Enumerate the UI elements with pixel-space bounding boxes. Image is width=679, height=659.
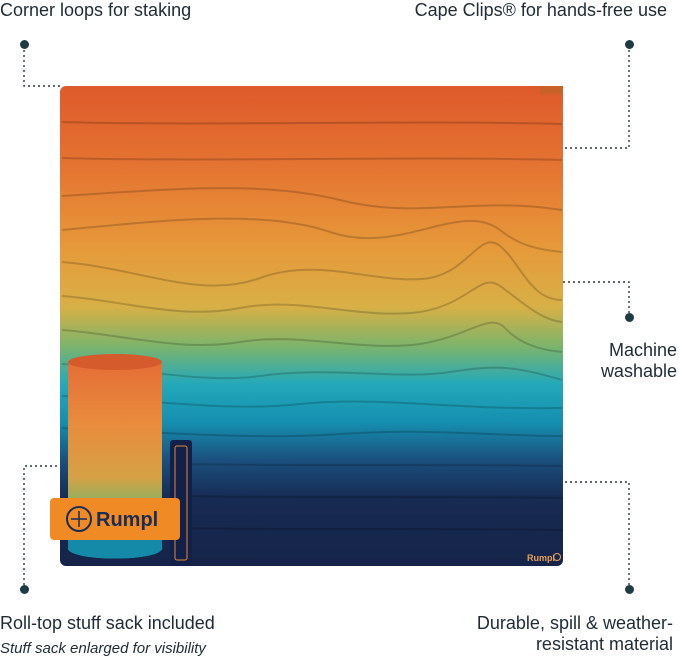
corner-loops-label: Corner loops for staking <box>0 0 192 20</box>
machine-washable-label-line2: washable <box>600 361 677 381</box>
leader-lines <box>23 50 630 585</box>
durable-dot <box>625 585 634 594</box>
cape-clips-label: Cape Clips® for hands-free use <box>414 0 667 20</box>
cape-clips-dot <box>625 40 634 49</box>
machine-washable-dot <box>625 313 634 322</box>
stuff-sack: Rumpl <box>50 354 180 559</box>
sack-logo-text: Rumpl <box>96 509 158 531</box>
stuff-sack-dot <box>20 585 29 594</box>
machine-washable-label-line1: Machine <box>608 340 677 360</box>
stuff-sack-label: Roll-top stuff sack included <box>0 613 215 633</box>
stuff-sack-note: Stuff sack enlarged for visibility <box>0 640 206 657</box>
blanket-tag: Rumpl <box>527 553 561 563</box>
blanket <box>60 86 563 566</box>
durable-label-line2: resistant material <box>535 634 673 654</box>
corner-loops-dot <box>20 40 29 49</box>
blanket-tag-text: Rumpl <box>527 553 555 563</box>
durable-label-line1: Durable, spill & weather- <box>476 613 673 633</box>
